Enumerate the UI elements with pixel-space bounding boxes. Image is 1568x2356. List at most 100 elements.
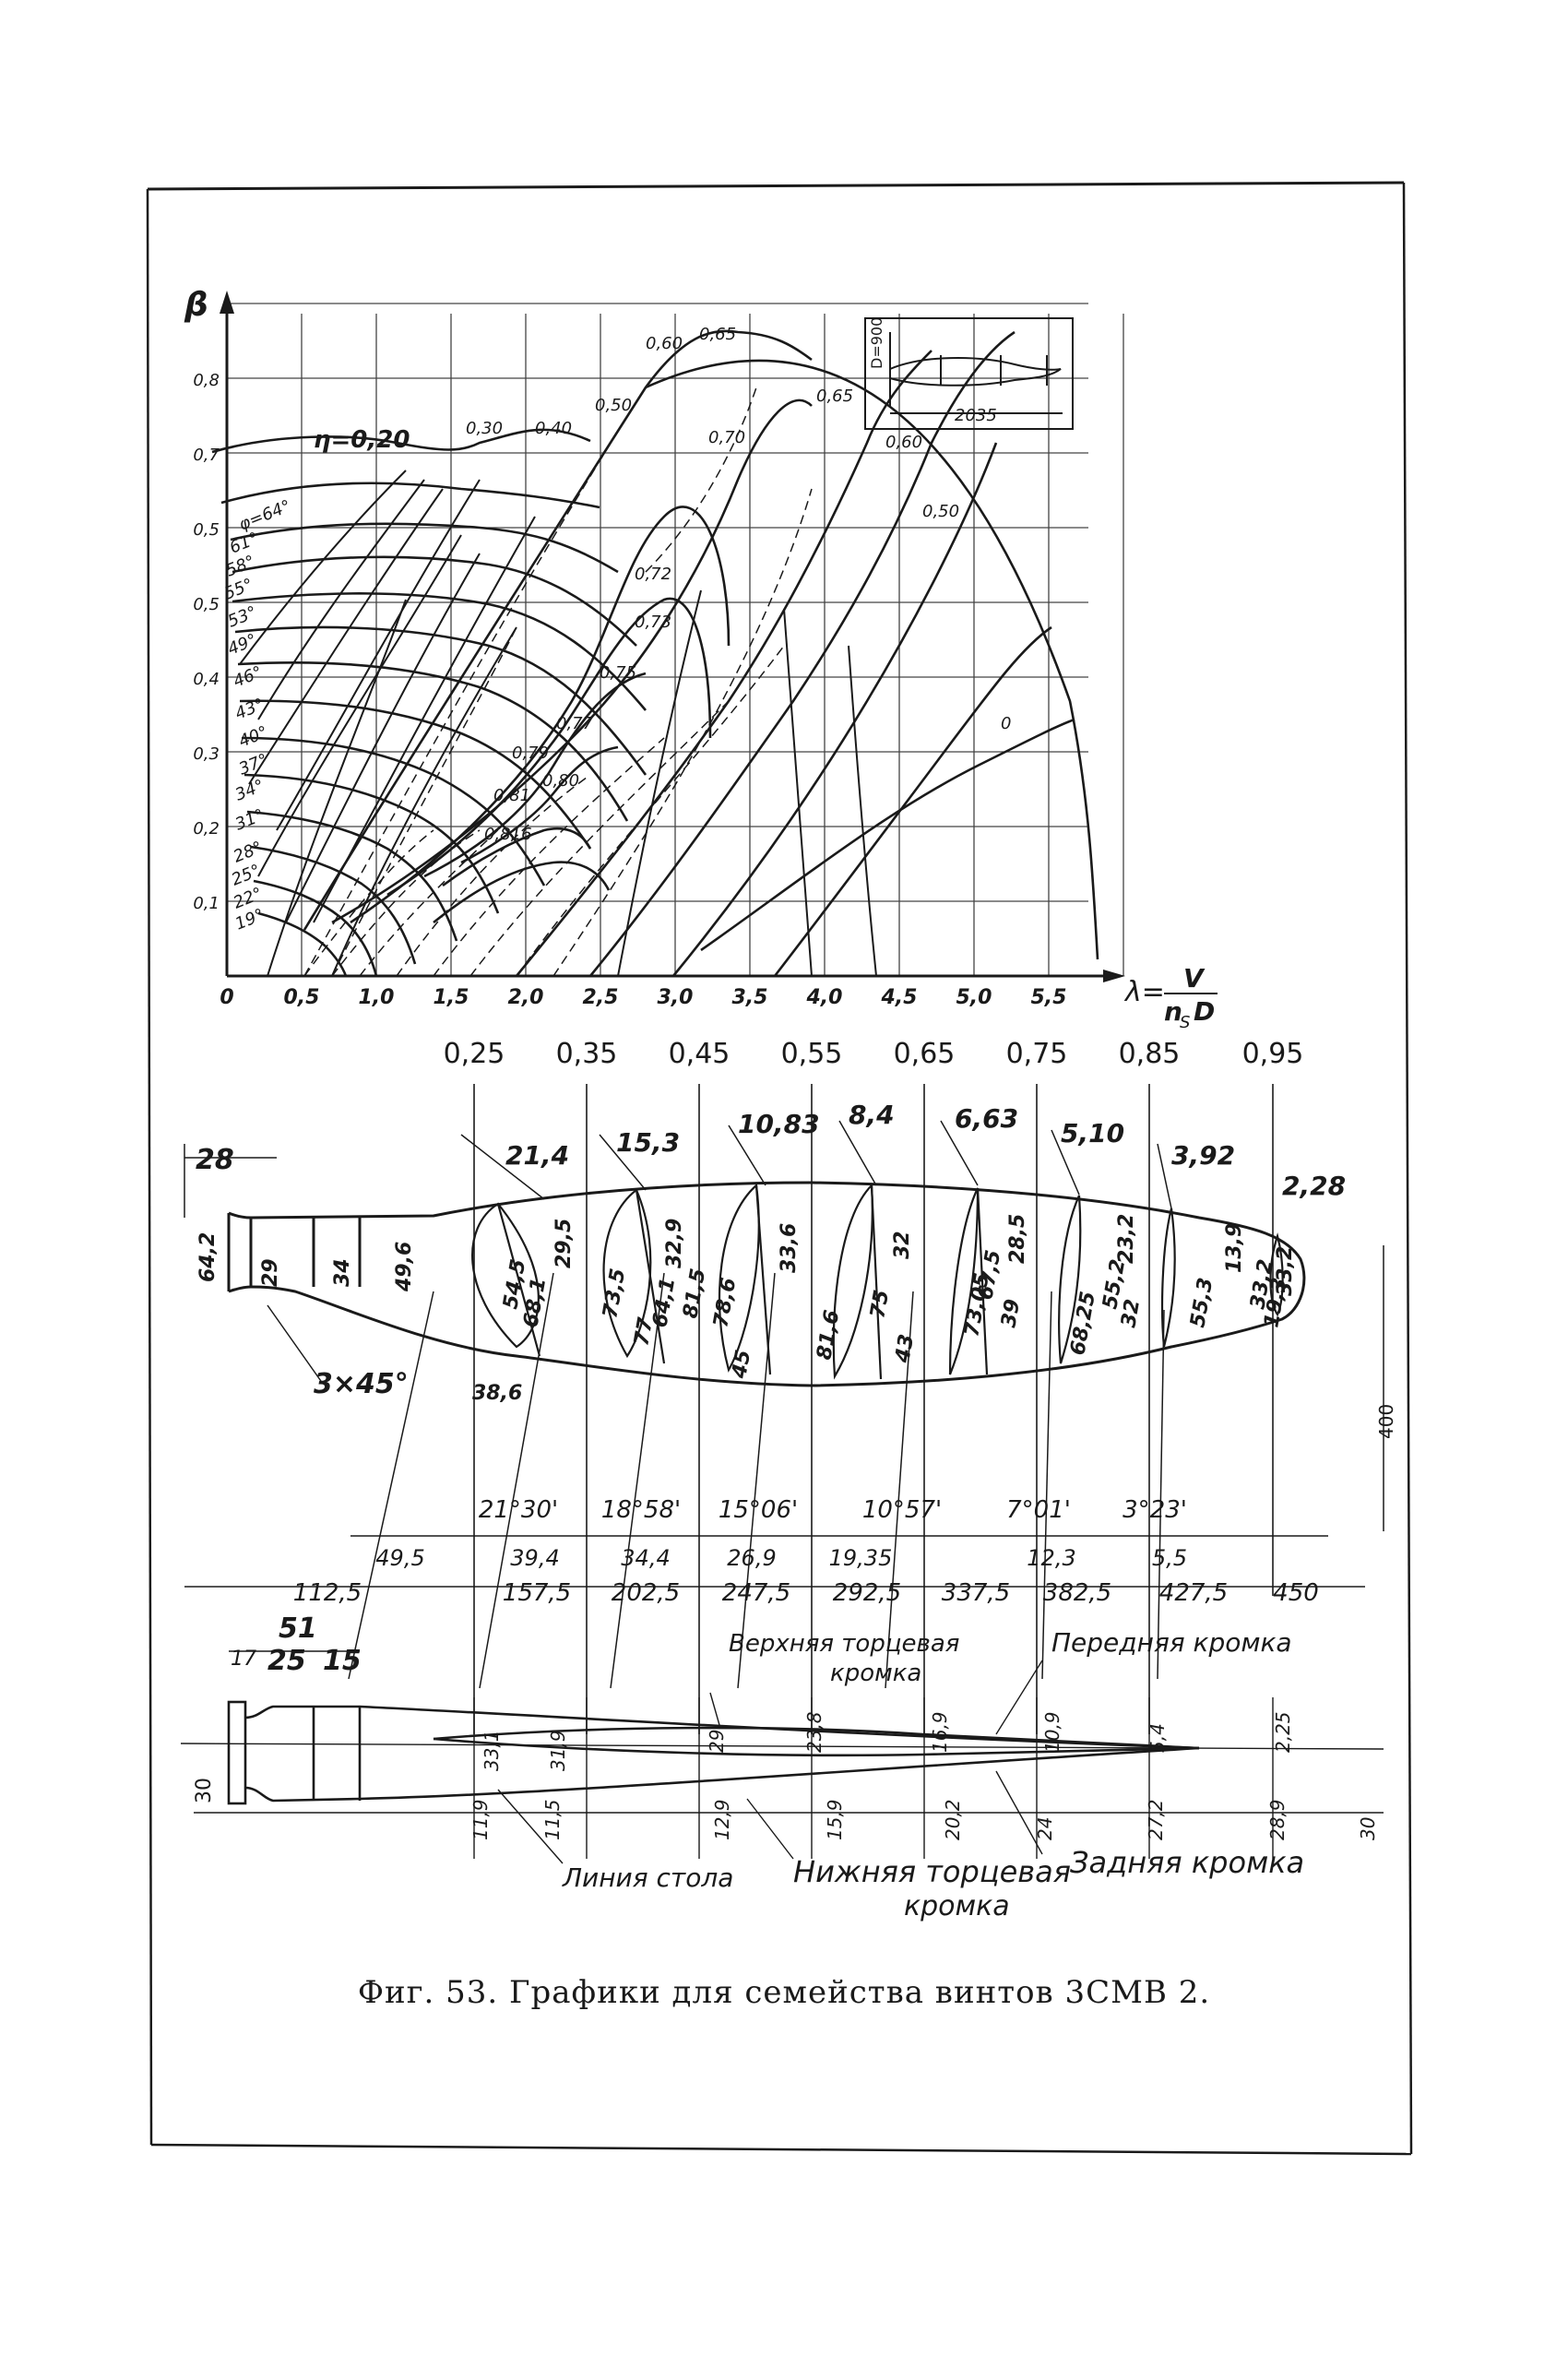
hub-dimension: 64,2 xyxy=(196,1232,220,1282)
side-lower-thickness: 11,9 xyxy=(469,1799,492,1840)
pitch-angle: 18°58' xyxy=(601,1496,681,1524)
side-upper-thickness: 33,1 xyxy=(481,1730,503,1771)
x-tick-label: 5,5 xyxy=(1031,986,1067,1009)
radius-station: 247,5 xyxy=(722,1579,790,1607)
x-axis-label-n: n xyxy=(1164,996,1182,1027)
offset-dimension: 34,4 xyxy=(621,1545,670,1571)
section-width: 8,4 xyxy=(849,1100,895,1130)
hub-dimension: 49,6 xyxy=(393,1242,416,1292)
blade-height-400: 400 xyxy=(1375,1404,1397,1439)
side-upper-thickness: 10,9 xyxy=(1041,1711,1063,1753)
lower-thickness: 67,5 xyxy=(974,1248,1005,1302)
chamfer-label: 3×45° xyxy=(314,1368,409,1400)
eta-prefix-label: η=0,20 xyxy=(314,426,410,454)
y-tick-label: 0,5 xyxy=(193,595,220,614)
side-upper-thickness: 16,9 xyxy=(929,1711,951,1753)
pitch-angle: 7°01' xyxy=(1006,1496,1071,1524)
y-tick-label: 0,1 xyxy=(193,894,220,913)
x-tick-label: 0,5 xyxy=(284,986,320,1009)
y-axis-label: β xyxy=(184,286,208,324)
side-upper-thickness: 31,9 xyxy=(547,1730,569,1771)
eta-label: 0,50 xyxy=(595,396,632,415)
radius-label: 0,65 xyxy=(894,1038,956,1070)
x-tick-label: 4,5 xyxy=(881,986,918,1009)
radius-station: 112,5 xyxy=(293,1579,362,1607)
side-height-30: 30 xyxy=(193,1778,216,1803)
side-lower-thickness: 28,9 xyxy=(1266,1799,1289,1840)
blade-side-view: 51 17 25 15 30 Верхняя торцевая кромка П… xyxy=(180,1612,1384,1922)
pitch-angle-label: 58° xyxy=(223,552,257,580)
y-tick-labels: 0,10,20,30,40,50,50,70,8 xyxy=(193,371,220,913)
y-tick-label: 0,2 xyxy=(193,819,220,839)
eta-label: 0,80 xyxy=(542,771,579,791)
side-lines xyxy=(180,1650,1384,1864)
upper-thickness: 13,9 xyxy=(1223,1223,1246,1273)
section-width: 15,3 xyxy=(616,1127,680,1158)
x-tick-label: 3,5 xyxy=(732,986,768,1009)
x-tick-label: 0 xyxy=(220,986,233,1009)
radius-station: 292,5 xyxy=(833,1579,901,1607)
side-width-25: 25 xyxy=(267,1645,306,1677)
label-leading-edge: Передняя кромка xyxy=(1051,1627,1292,1658)
hub-length-28: 28 xyxy=(196,1144,234,1176)
x-axis-label-s: S xyxy=(1180,1013,1190,1032)
x-tick-label: 5,0 xyxy=(956,986,992,1009)
section-width: 10,83 xyxy=(738,1109,820,1139)
lower-thickness: 78,6 xyxy=(709,1276,741,1329)
side-lower-thickness: 12,9 xyxy=(711,1799,733,1840)
radius-station: 337,5 xyxy=(942,1579,1010,1607)
eta-label: 0,73 xyxy=(635,613,671,632)
lower-thickness: 75 xyxy=(866,1289,894,1321)
efficiency-contours xyxy=(211,329,1099,977)
x-tick-label: 4,0 xyxy=(806,986,843,1009)
section-width: 3,92 xyxy=(1171,1140,1235,1171)
diameter-lines xyxy=(239,470,877,977)
x-tick-label: 2,0 xyxy=(508,986,544,1009)
x-axis-label-lambda: λ= xyxy=(1123,976,1165,1008)
lower-thickness: 77 xyxy=(630,1315,658,1348)
lower-thickness: 32 xyxy=(1117,1298,1145,1330)
radius-label: 0,95 xyxy=(1242,1038,1304,1070)
label-lower-edge-2: кромка xyxy=(904,1890,1010,1922)
pitch-angle-label: 53° xyxy=(225,602,259,631)
radius-station: 427,5 xyxy=(1159,1579,1228,1607)
radius-station: 157,5 xyxy=(503,1579,571,1607)
x-tick-label: 1,0 xyxy=(359,986,395,1009)
side-lower-thickness: 20,2 xyxy=(942,1799,964,1840)
upper-thickness: 29,5 xyxy=(552,1219,576,1268)
radius-station: 450 xyxy=(1273,1579,1319,1607)
lower-thickness: 43 xyxy=(891,1333,919,1365)
offset-dimension: 49,5 xyxy=(375,1545,424,1571)
hub-dimension: 29 xyxy=(259,1258,282,1287)
label-upper-edge-1: Верхняя торцевая xyxy=(729,1630,959,1658)
radius-station: 202,5 xyxy=(612,1579,680,1607)
section-width: 6,63 xyxy=(955,1103,1018,1134)
side-upper-thickness: 23,8 xyxy=(803,1711,826,1753)
offset-dimension: 39,4 xyxy=(510,1545,559,1571)
radius-label: 0,35 xyxy=(556,1038,618,1070)
label-table-line: Линия стола xyxy=(562,1862,733,1893)
eta-label: 0,77 xyxy=(556,714,594,733)
radius-label: 0,45 xyxy=(669,1038,731,1070)
figure-caption: Фиг. 53. Графики для семейства винтов 3С… xyxy=(357,1974,1211,2011)
side-width-51: 51 xyxy=(279,1612,317,1645)
side-upper-thickness: 29 xyxy=(706,1730,728,1753)
side-width-15: 15 xyxy=(323,1645,362,1677)
y-tick-label: 0,7 xyxy=(193,446,220,465)
side-upper-thickness: 2,25 xyxy=(1272,1711,1294,1753)
x-tick-label: 3,0 xyxy=(658,986,694,1009)
label-upper-edge-2: кромка xyxy=(830,1660,921,1687)
side-lower-thickness: 27,2 xyxy=(1145,1799,1167,1840)
side-lower-thickness: 15,9 xyxy=(824,1799,846,1840)
offset-dimension: 12,3 xyxy=(1027,1545,1075,1571)
inset-length: 2035 xyxy=(955,406,997,425)
